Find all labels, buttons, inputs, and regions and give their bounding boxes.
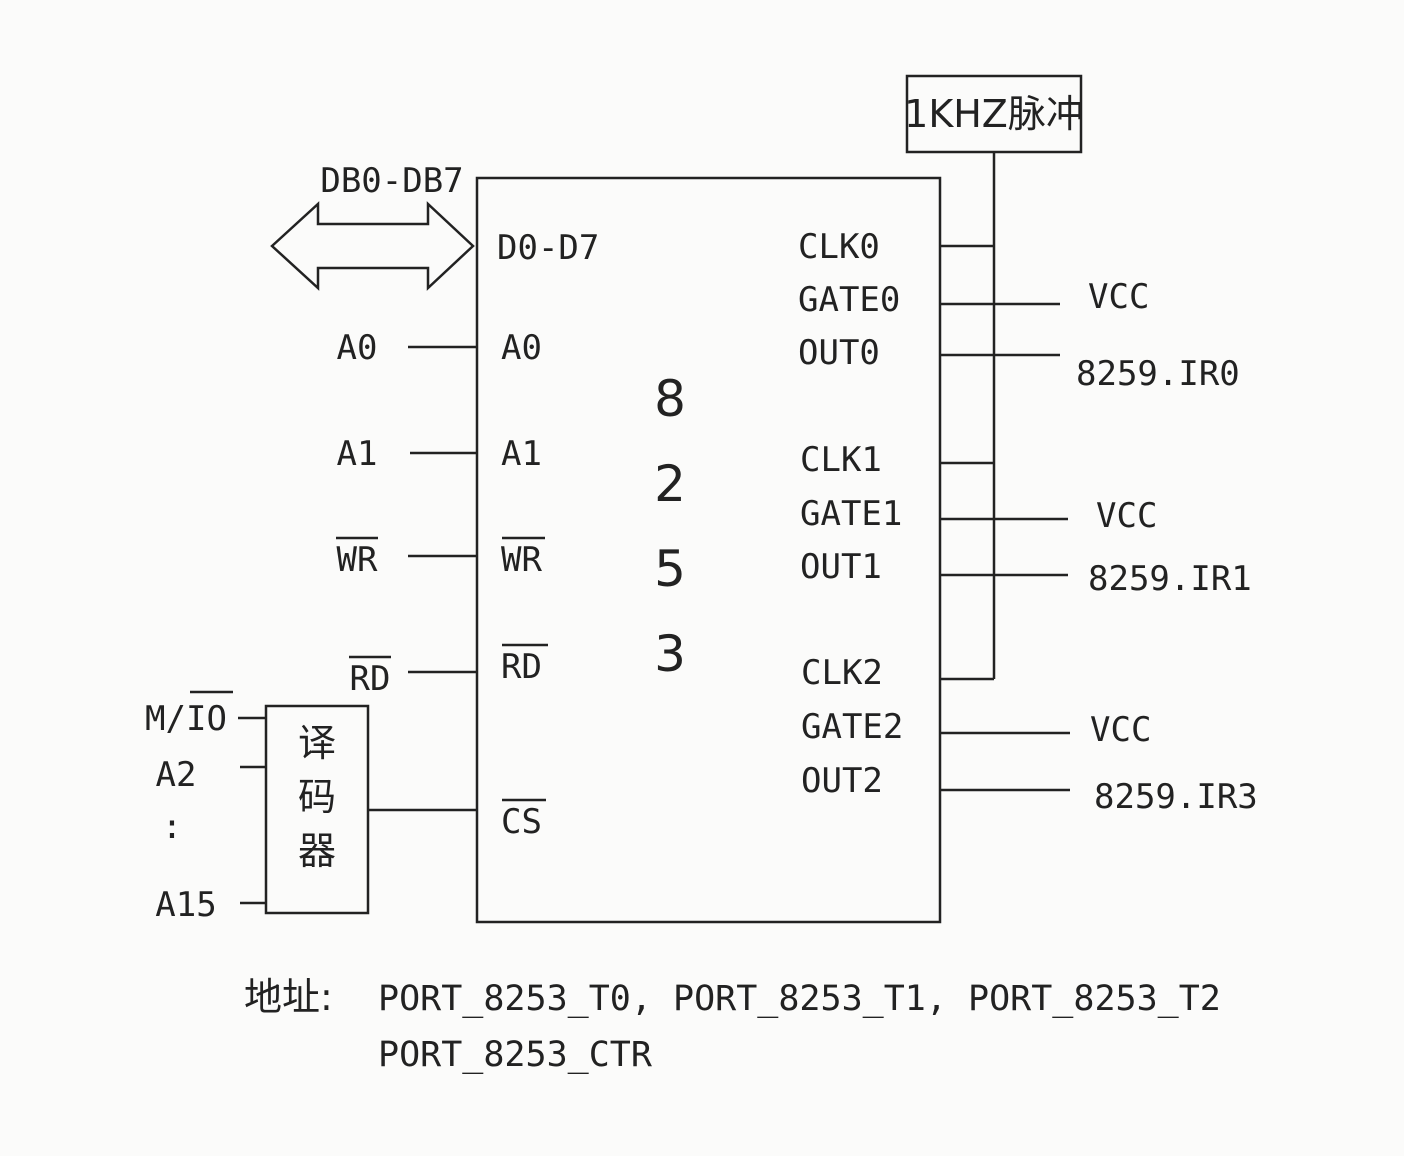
chip-pin-gate2: GATE2: [801, 707, 903, 747]
chip-pin-clk0: CLK0: [798, 227, 880, 267]
chip-pin-clk2: CLK2: [801, 653, 883, 693]
chip-8253-box: [475, 176, 942, 924]
clock-source-label: 1KHZ脉冲: [904, 92, 1084, 136]
chip-pin-wr: WR: [501, 540, 542, 580]
cpu-signal-rd: RD: [350, 659, 391, 699]
conn-ir3: 8259.IR3: [1094, 777, 1258, 817]
decoder-char: 码: [298, 775, 336, 819]
chip-pin-a0: A0: [501, 328, 542, 368]
chip-name-char: 3: [654, 625, 686, 683]
address-line-1: PORT_8253_T0, PORT_8253_T1, PORT_8253_T2: [378, 979, 1221, 1019]
data-bus-label: DB0-DB7: [320, 161, 463, 201]
decoder-char: 译: [298, 721, 336, 765]
data-bus-arrow: [270, 201, 475, 291]
decoder-box: [264, 704, 370, 915]
cpu-signal-wr: WR: [337, 540, 378, 580]
cpu-signal-a0: A0: [337, 328, 378, 368]
decoder-input-a15: A15: [155, 885, 216, 925]
chip-pin-out1: OUT1: [800, 547, 882, 587]
chip-pin-gate0: GATE0: [798, 280, 900, 320]
chip-name-char: 8: [654, 370, 686, 428]
cpu-signal-a1: A1: [337, 434, 378, 474]
chip-pin-out0: OUT0: [798, 333, 880, 373]
decoder-input-a2: A2: [156, 755, 197, 795]
chip-pin-clk1: CLK1: [800, 440, 882, 480]
chip-pin-rd: RD: [501, 647, 542, 687]
decoder-input-mio: M/IO: [145, 699, 227, 739]
conn-ir1: 8259.IR1: [1088, 559, 1252, 599]
chip-name-char: 2: [654, 455, 686, 513]
chip-pin-out2: OUT2: [801, 761, 883, 801]
chip-pin-cs: CS: [501, 802, 542, 842]
chip-pin-a1: A1: [501, 434, 542, 474]
conn-vcc-1: VCC: [1096, 496, 1157, 536]
conn-ir0: 8259.IR0: [1076, 354, 1240, 394]
conn-vcc-0: VCC: [1088, 277, 1149, 317]
conn-vcc-2: VCC: [1090, 710, 1151, 750]
address-line-2: PORT_8253_CTR: [378, 1035, 653, 1075]
chip-name-char: 5: [654, 540, 686, 598]
decoder-char: 器: [298, 829, 336, 873]
decoder-input-ellipsis: :: [162, 807, 182, 847]
data-pins-label: D0-D7: [497, 228, 599, 268]
address-label: 地址:: [244, 975, 333, 1019]
chip-pin-gate1: GATE1: [800, 494, 902, 534]
